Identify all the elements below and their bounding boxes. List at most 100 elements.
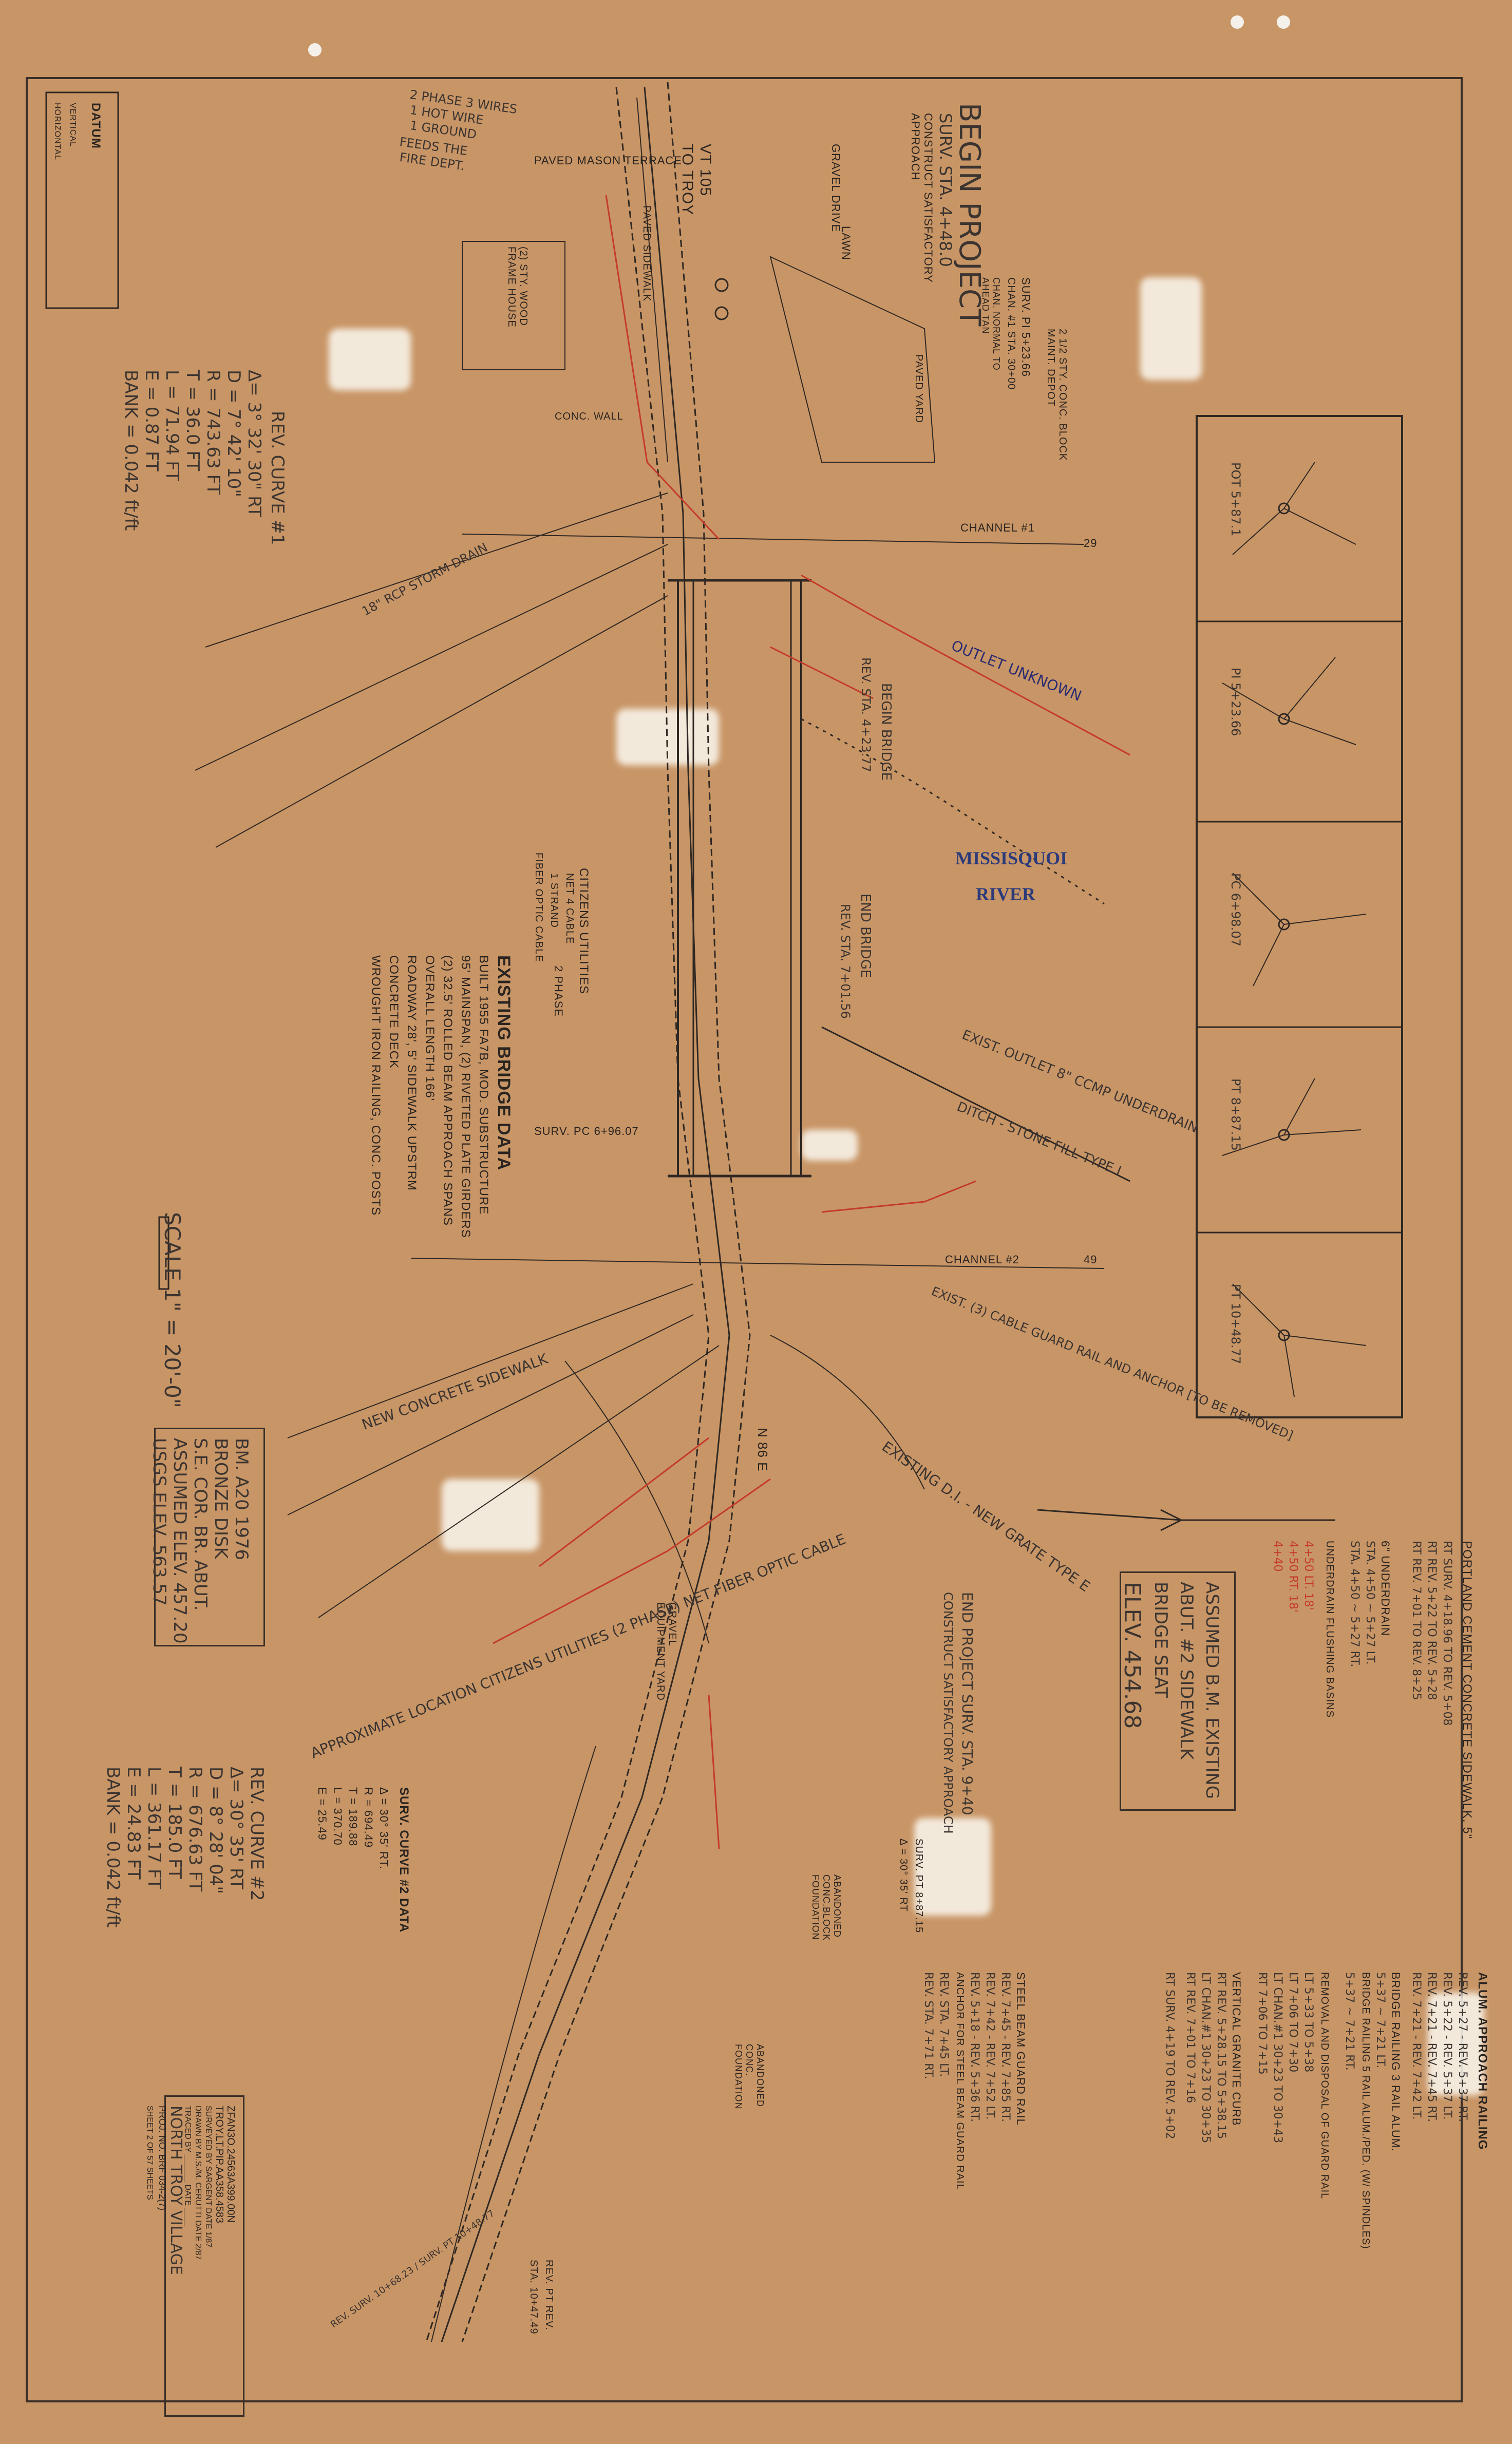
rev-end-l1: REV. PT REV.: [543, 2260, 555, 2331]
rev-curve-1-l: L = 71.94 FT: [162, 370, 182, 481]
label-paved-sidewalk: PAVED SIDEWALK: [641, 205, 652, 302]
abm-l3: BRIDGE SEAT: [1150, 1582, 1171, 1698]
label-begin-bridge-sta: REV. STA. 4+23.77: [859, 657, 873, 772]
bm-l3: S.E. COR. BR. ABUT.: [190, 1438, 211, 1611]
detail-box-4: PT 8+87.15: [1228, 1078, 1243, 1151]
datum-vertical: VERTICAL: [68, 103, 77, 147]
steel-rail-l1: REV. 7+45 - REV. 7+85 RT.: [999, 1972, 1012, 2123]
punch-hole: [308, 43, 322, 56]
rev-curve-1-bank: BANK = 0.042 ft/ft: [121, 370, 141, 531]
anchor-l1: REV. STA. 7+45 LT.: [937, 1972, 950, 2077]
steel-rail-l2: REV. 7+42 - REV. 7+52 LT.: [984, 1972, 996, 2120]
bm-l2: BRONZE DISK: [211, 1438, 231, 1559]
label-citizens: CITIZENS UTILITIES: [577, 868, 591, 995]
bridge-data-l7: WROUGHT IRON RAILING, CONC. POSTS: [369, 955, 383, 1216]
removal-l3: LT CHAN.#1 30+23 TO 30+43: [1271, 1972, 1284, 2144]
bm-l4: ASSUMED ELEV. 457.20: [169, 1438, 190, 1644]
centerline: [441, 87, 730, 2342]
label-surv-pi: SURV. PI 5+23.66: [1019, 277, 1032, 377]
underdrain-l2: STA. 4+50 ~ 5+27 RT.: [1348, 1541, 1361, 1668]
rail-title: ALUM. APPROACH RAILING: [1476, 1972, 1489, 2150]
rail-l1: REV. 5+27 - REV. 5+37 RT.: [1456, 1972, 1469, 2123]
surv-curve-r: R = 694.49: [362, 1787, 375, 1848]
removal-title: REMOVAL AND DISPOSAL OF GUARD RAIL: [1319, 1972, 1330, 2200]
label-end-project: END PROJECT SURV. STA. 9+40: [959, 1592, 976, 1815]
rev-curve-1-delta: Δ= 3° 32' 30" RT: [244, 370, 264, 518]
sidewalk-title: PORTLAND CEMENT CONCRETE SIDEWALK, 5": [1460, 1541, 1474, 1840]
rev-curve-2-t: T = 185.0 FT: [164, 1767, 185, 1879]
rev-curve-2-l: L = 361.17 FT: [144, 1767, 164, 1889]
rev-curve-2-e: E = 24.83 FT: [123, 1767, 144, 1880]
curb-l3: RT REV. 7+01 TO 7+16: [1184, 1972, 1197, 2104]
tb-sheet: SHEET 2 OF 57 SHEETS: [145, 2106, 154, 2200]
tb-proj-no: ZFAN3O.24563A399.00N: [225, 2106, 236, 2223]
flush-l3: 4+40: [1271, 1541, 1284, 1572]
label-maint-depot: 2 1/2 STY. CONC. BLOCK MAINT. DEPOT: [1045, 329, 1068, 461]
rev-curve-1-d: D = 7° 42' 10": [223, 370, 244, 498]
rail-l2: REV. 5+22 - REV. 5+37 LT.: [1441, 1972, 1453, 2120]
bridge-data-l1: BUILT 1955 FA7B, MOD. SUBSTRUCTURE: [477, 955, 490, 1215]
bridge-data-title: EXISTING BRIDGE DATA: [494, 955, 514, 1171]
punch-hole: [1231, 15, 1244, 29]
abm-l1: ASSUMED B.M. EXISTING: [1202, 1582, 1222, 1799]
rev-curve-2-bank: BANK = 0.042 ft/ft: [103, 1767, 123, 1928]
surv-curve-l: L = 370.70: [331, 1787, 344, 1846]
datum-title: DATUM: [89, 103, 103, 149]
detail-box-3: PC 6+98.07: [1228, 873, 1243, 946]
curb-title: VERTICAL GRANITE CURB: [1230, 1972, 1243, 2126]
underdrain-l1: STA. 4+50 ~ 5+27 LT.: [1364, 1541, 1376, 1665]
rev-curve-1-title: REV. CURVE #1: [267, 411, 288, 545]
flush-l1: 4+50 LT. 18': [1302, 1541, 1315, 1611]
smudge: [329, 329, 411, 390]
bridge-data-strand: 1 STRAND: [549, 873, 560, 928]
bridge-data-fiber: FIBER OPTIC CABLE: [533, 852, 544, 962]
label-begin-bridge: BEGIN BRIDGE: [878, 683, 894, 781]
label-ch29: 29: [1084, 537, 1098, 550]
smudge: [801, 1130, 858, 1161]
sheet-border: [26, 77, 1463, 2402]
smudge: [1428, 1993, 1484, 2095]
detail-box-5: PT 10+48.77: [1228, 1284, 1243, 1365]
curb-l4: RT SURV. 4+19 TO REV. 5+02: [1163, 1972, 1176, 2139]
label-end-bridge: END BRIDGE: [858, 894, 873, 978]
surv-curve-e: E = 25.49: [316, 1787, 329, 1841]
label-vt105: VT 105: [697, 144, 714, 197]
tb-name: NORTH TROY VILLAGE: [167, 2106, 185, 2275]
bridge-data-l3: (2) 32.5' ROLLED BEAM APPROACH SPANS: [441, 955, 455, 1226]
label-paved-yard: PAVED YARD: [913, 354, 924, 424]
surv-pt-l1: SURV. PT 8+87.15: [913, 1839, 924, 1934]
sidewalk-l3: RT REV. 7+01 TO REV. 8+25: [1410, 1541, 1423, 1700]
surv-curve-title: SURV. CURVE #2 DATA: [397, 1787, 411, 1933]
underdrain-title: 6" UNDERDRAIN: [1379, 1541, 1392, 1636]
river-label: RIVER: [976, 884, 1036, 904]
bridge-rail-l3: 5+37 ~ 7+21 RT.: [1343, 1972, 1356, 2071]
scale-label: SCALE 1" = 20'-0": [160, 1212, 185, 1409]
label-channel1: CHANNEL #1: [960, 521, 1035, 534]
anchor-l2: REV. STA. 7+71 RT.: [922, 1972, 935, 2079]
removal-l2: LT 7+06 TO 7+30: [1287, 1972, 1299, 2073]
label-chan-sta: CHAN. #1 STA. 30+00: [1006, 277, 1017, 390]
begin-project-sta: SURV. STA. 4+48.0: [936, 113, 955, 267]
label-n86e: N 86 E: [755, 1428, 770, 1472]
detail-box-1: POT 5+87.1: [1228, 462, 1243, 537]
label-2phase: 2 PHASE: [552, 965, 565, 1017]
bridge-rail-l1: 5+37 ~ 7+21 LT.: [1374, 1972, 1387, 2069]
benchmark-box: [154, 1428, 265, 1646]
label-end-project2: CONSTRUCT SATISFACTORY APPROACH: [941, 1592, 955, 1834]
steel-rail-title: STEEL BEAM GUARD RAIL: [1014, 1972, 1027, 2126]
smudge: [1140, 277, 1202, 380]
rail-l3: REV. 7+21 - REV. 7+45 RT.: [1425, 1972, 1438, 2123]
rev-curve-2-d: D = 8° 28' 04": [205, 1767, 226, 1894]
bridge-data-l4: OVERALL LENGTH 166': [423, 955, 437, 1102]
bridge-rail-title: BRIDGE RAILING 3 RAIL ALUM.: [1389, 1972, 1402, 2152]
curb-l2: LT CHAN.#1 30+23 TO 30+35: [1199, 1972, 1212, 2144]
tb-troy: TROY.LT.PIP.AA358.4583: [214, 2106, 225, 2224]
bm-l5: USGS ELEV. 563.57: [149, 1438, 169, 1606]
smudge: [914, 1818, 991, 1916]
rev-end-l2: STA. 10+47.49: [528, 2260, 539, 2335]
title-block: [164, 2095, 244, 2417]
river-name: MISSISQUOI: [955, 848, 1068, 868]
label-paved-mason: PAVED MASON TERRACE: [534, 154, 682, 167]
label-abandoned2: ABANDONED CONC. FOUNDATION: [733, 2044, 765, 2110]
